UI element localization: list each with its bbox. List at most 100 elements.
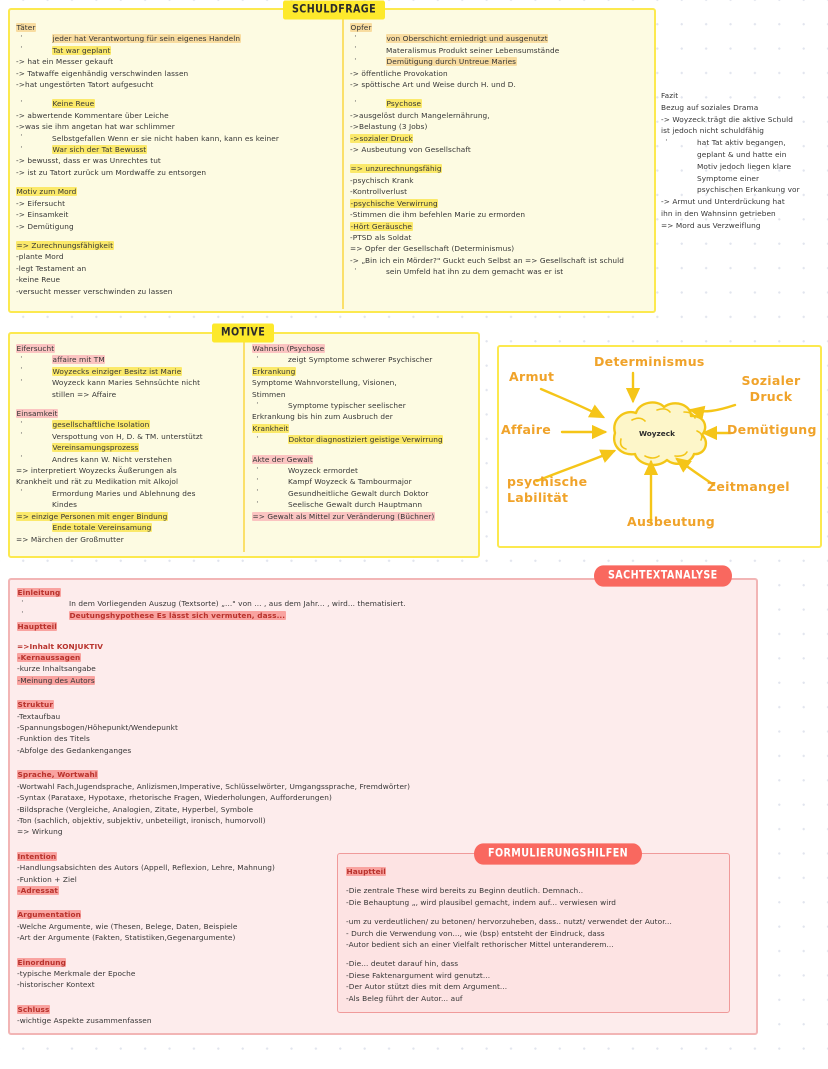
mindmap-node-ausbeutung: Ausbeutung (627, 514, 716, 529)
einsamkeit-line-1: Verspottung von H, D. & TM. unterstützt (16, 429, 242, 442)
fazit-line-3: hat Tat aktiv begangen, (661, 136, 826, 149)
motive-column-divider (243, 338, 245, 552)
struktur-heading: Struktur (17, 700, 54, 710)
motive-title-badge: MOTIVE (212, 323, 275, 343)
eifersucht-line-3: stillen => Affaire (52, 389, 117, 399)
mindmap-node-affaire: Affaire (501, 422, 552, 437)
sprache-line-4: => Wirkung (17, 827, 63, 837)
einsamkeit-heading: Einsamkeit (16, 409, 59, 419)
taeter-line-8: Selbstgefallen Wenn er sie nicht haben k… (16, 131, 341, 144)
fazit-line-2: ist jedoch nicht schuldfähig (661, 126, 764, 136)
einleitung-line-0: In dem Vorliegenden Auszug (Textsorte) „… (17, 597, 637, 609)
fh-heading: Hauptteil (346, 867, 387, 876)
motive-left-column: Eifersucht affaire mit TM Woyzecks einzi… (16, 343, 242, 545)
gewalt-line-0: Woyzeck ermordet (252, 464, 478, 476)
opfer-line-19: sein Umfeld hat ihn zu dem gemacht was e… (350, 265, 650, 277)
fh-g1-line-0: -Die zentrale These wird bereits zu Begi… (346, 886, 584, 896)
opfer-line-12: -Kontrollverlust (350, 187, 408, 197)
taeter-line-20: -versucht messer verschwinden zu lassen (16, 286, 173, 296)
fh-g3-line-0: -Die... deutet darauf hin, dass (346, 959, 459, 969)
taeter-heading: Täter (16, 23, 36, 32)
fh-g2-line-2: -Autor bedient sich an einer Vielfalt re… (346, 940, 614, 950)
einsamkeit-line-10: => Märchen der Großmutter (16, 534, 124, 544)
mindmap-canvas: Woyzeck Armut Determinismus Sozialer Dru… (499, 347, 820, 546)
eifersucht-line-0: affaire mit TM (16, 353, 242, 365)
wahnsinn-heading: Wahnsin (Psychose (252, 344, 325, 353)
struktur-line-1: -Spannungsbogen/Höhepunkt/Wendepunkt (17, 723, 178, 733)
mindmap-node-zeitmangel: Zeitmangel (707, 479, 790, 494)
wahnsinn-line-5: Erkrankung bis hin zum Ausbruch der (252, 412, 393, 422)
einordnung-heading: Einordnung (17, 957, 67, 967)
mindmap-panel: Woyzeck Armut Determinismus Sozialer Dru… (497, 345, 822, 548)
opfer-line-14: -Stimmen die ihm befehlen Marie zu ermor… (350, 210, 526, 220)
gewalt-heading: Akte der Gewalt (252, 454, 314, 464)
formulierungshilfen-panel (337, 853, 730, 1013)
intention-heading: Intention (17, 851, 57, 861)
schluss-line-0: -wichtige Aspekte zusammenfassen (17, 1016, 152, 1026)
fh-g1-line-1: -Die Behauptung „, wird plausibel gemach… (346, 897, 617, 907)
einsamkeit-line-8: => einzige Personen mit enger Bindung (16, 511, 168, 521)
fazit-line-5: Motiv jedoch liegen klare (697, 161, 792, 171)
struktur-line-3: -Abfolge des Gedankenganges (17, 745, 132, 755)
einordnung-line-1: -historischer Kontext (17, 980, 95, 990)
formulierungshilfen-title-badge: FORMULIERUNGSHILFEN (474, 843, 643, 865)
wahnsinn-line-0: zeigt Symptome schwerer Psychischer (252, 353, 478, 365)
intention-line-2: -Adressat (17, 885, 59, 895)
eifersucht-line-1: Woyzecks einziger Besitz ist Marie (16, 364, 242, 377)
opfer-line-9: -> Ausbeutung von Gesellschaft (350, 145, 471, 155)
opfer-line-2: Demütigung durch Untreue Maries (350, 55, 650, 67)
taeter-line-5: Keine Reue (16, 97, 341, 109)
fazit-line-8: -> Armut und Unterdrückung hat (661, 197, 785, 207)
einsamkeit-line-7: Kindes (52, 500, 77, 510)
fazit-line-7: psychischen Erkankung vor (697, 185, 800, 195)
taeter-line-0: jeder hat Verantwortung für sein eigenes… (16, 32, 341, 44)
mindmap-node-psychische-labilitaet: psychische Labilität (507, 474, 588, 505)
opfer-line-0: von Oberschicht erniedrigt und ausgenutz… (350, 32, 650, 44)
wahnsinn-line-6: Krankheit (252, 423, 290, 433)
intention-line-0: -Handlungsabsichten des Autors (Appell, … (17, 863, 275, 873)
argumentation-heading: Argumentation (17, 910, 82, 920)
opfer-line-10: => unzurechnungsfähig (350, 164, 443, 174)
fazit-line-0: Bezug auf soziales Drama (661, 102, 759, 112)
sprache-line-1: -Syntax (Parataxe, Hypotaxe, rhetorische… (17, 793, 332, 803)
einsamkeit-line-4: => interpretiert Woyzecks Äußerungen als (16, 466, 177, 476)
taeter-line-19: -keine Reue (16, 275, 61, 285)
taeter-line-11: -> ist zu Tatort zurück um Mordwaffe zu … (16, 167, 207, 177)
einsamkeit-line-2: Vereinsamungsprozess (52, 443, 139, 453)
taeter-line-14: -> Einsamkeit (16, 210, 69, 220)
taeter-line-7: ->was sie ihm angetan hat war schlimmer (16, 122, 175, 132)
fazit-line-1: -> Woyzeck trägt die aktive Schuld (661, 114, 793, 124)
taeter-line-3: -> Tatwaffe eigenhändig verschwinden las… (16, 68, 189, 78)
opfer-line-8: ->sozialer Druck (350, 133, 414, 143)
schuldfrage-column-divider (342, 12, 344, 309)
taeter-line-15: -> Demütigung (16, 221, 74, 231)
opfer-line-13: -psychische Verwirrung (350, 198, 439, 208)
einsamkeit-line-6: Ermordung Maries und Ablehnung des (16, 486, 242, 499)
opfer-line-15: -Hört Geräusche (350, 221, 413, 231)
opfer-line-5: Psychose (350, 97, 650, 109)
wahnsinn-line-3: Stimmen (252, 389, 286, 399)
mindmap-center-label: Woyzeck (639, 429, 675, 438)
schuldfrage-title-badge: SCHULDFRAGE (283, 0, 386, 20)
opfer-line-11: -psychisch Krank (350, 175, 414, 185)
sprache-heading: Sprache, Wortwahl (17, 770, 98, 780)
einleitung-heading: Einleitung (17, 588, 61, 597)
einsamkeit-line-9: Ende totale Vereinsamung (52, 523, 152, 533)
inhalt-line-0: =>Inhalt KONJUKTIV (17, 641, 104, 651)
einordnung-line-0: -typische Merkmale der Epoche (17, 968, 136, 978)
schluss-heading: Schluss (17, 1004, 50, 1014)
fh-g3-line-1: -Diese Faktenargument wird genutzt... (346, 970, 491, 980)
taeter-line-10: -> bewusst, dass er was Unrechtes tut (16, 156, 161, 166)
sachtextanalyse-title-badge: SACHTEXTANALYSE (594, 565, 732, 587)
inhalt-line-2: -kurze Inhaltsangabe (17, 664, 96, 674)
opfer-line-4: -> spöttische Art und Weise durch H. und… (350, 80, 516, 90)
sprache-line-3: -Ton (sachlich, objektiv, subjektiv, unb… (17, 815, 266, 825)
einsamkeit-line-3: Andres kann W. Nicht verstehen (16, 452, 242, 465)
sprache-line-2: -Bildsprache (Vergleiche, Analogien, Zit… (17, 804, 254, 814)
wahnsinn-line-1: Erkrankung (252, 366, 296, 376)
eifersucht-heading: Eifersucht (16, 344, 55, 353)
formulierungshilfen-content: Hauptteil -Die zentrale These wird berei… (346, 866, 724, 1004)
taeter-line-2: -> hat ein Messer gekauft (16, 57, 114, 67)
intention-line-1: -Funktion + Ziel (17, 874, 77, 884)
mindmap-node-demuetigung: Demütigung (727, 422, 817, 437)
